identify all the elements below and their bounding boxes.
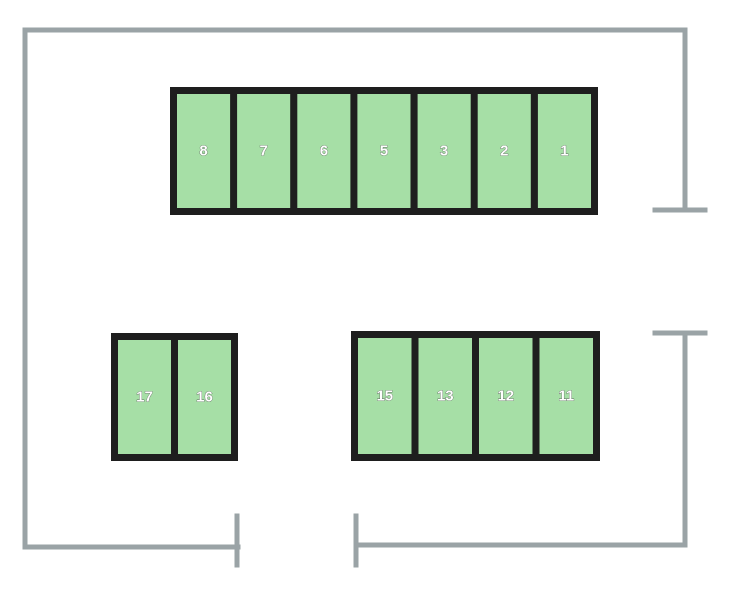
bay-label: 6 xyxy=(320,143,328,160)
bay-label: 2 xyxy=(500,143,508,160)
bay-label: 3 xyxy=(440,143,448,160)
bay-label: 17 xyxy=(136,389,153,406)
bay-label: 13 xyxy=(437,388,454,405)
bay-17[interactable]: 17 xyxy=(118,340,171,454)
bay-2[interactable]: 2 xyxy=(477,94,531,208)
bay-label: 12 xyxy=(497,388,514,405)
bay-15[interactable]: 15 xyxy=(358,338,412,454)
bay-13[interactable]: 13 xyxy=(418,338,473,454)
bay-1[interactable]: 1 xyxy=(537,94,591,208)
bay-rect[interactable] xyxy=(479,338,533,454)
wall-left-top-right xyxy=(22,27,688,550)
bay-label: 15 xyxy=(376,388,393,405)
bay-8[interactable]: 8 xyxy=(177,94,231,208)
bay-label: 1 xyxy=(560,143,568,160)
bay-rect[interactable] xyxy=(537,94,591,208)
bay-rect[interactable] xyxy=(357,94,411,208)
bay-rect[interactable] xyxy=(237,94,291,208)
bay-rect[interactable] xyxy=(417,94,471,208)
bay-rect[interactable] xyxy=(358,338,412,454)
bay-7[interactable]: 7 xyxy=(237,94,291,208)
bay-5[interactable]: 5 xyxy=(357,94,411,208)
bay-rect[interactable] xyxy=(297,94,351,208)
bay-label: 8 xyxy=(199,143,207,160)
bay-label: 16 xyxy=(196,389,213,406)
shelf-row-bottom-right: 15 13 12 11 xyxy=(351,331,600,461)
room-walls xyxy=(22,27,708,568)
wall-right-bottom xyxy=(354,330,688,548)
bay-label: 5 xyxy=(380,143,388,160)
bay-6[interactable]: 6 xyxy=(297,94,351,208)
bay-rect[interactable] xyxy=(177,94,231,208)
bay-label: 11 xyxy=(558,388,574,405)
bay-11[interactable]: 11 xyxy=(539,338,594,454)
bay-rect[interactable] xyxy=(178,340,231,454)
bay-12[interactable]: 12 xyxy=(479,338,533,454)
bay-label: 7 xyxy=(260,143,268,160)
bay-rect[interactable] xyxy=(539,338,594,454)
bay-rect[interactable] xyxy=(418,338,473,454)
bay-rect[interactable] xyxy=(477,94,531,208)
bay-3[interactable]: 3 xyxy=(417,94,471,208)
shelf-row-top: 8 7 6 5 3 2 1 xyxy=(170,87,598,215)
bay-rect[interactable] xyxy=(118,340,171,454)
bay-16[interactable]: 16 xyxy=(178,340,231,454)
